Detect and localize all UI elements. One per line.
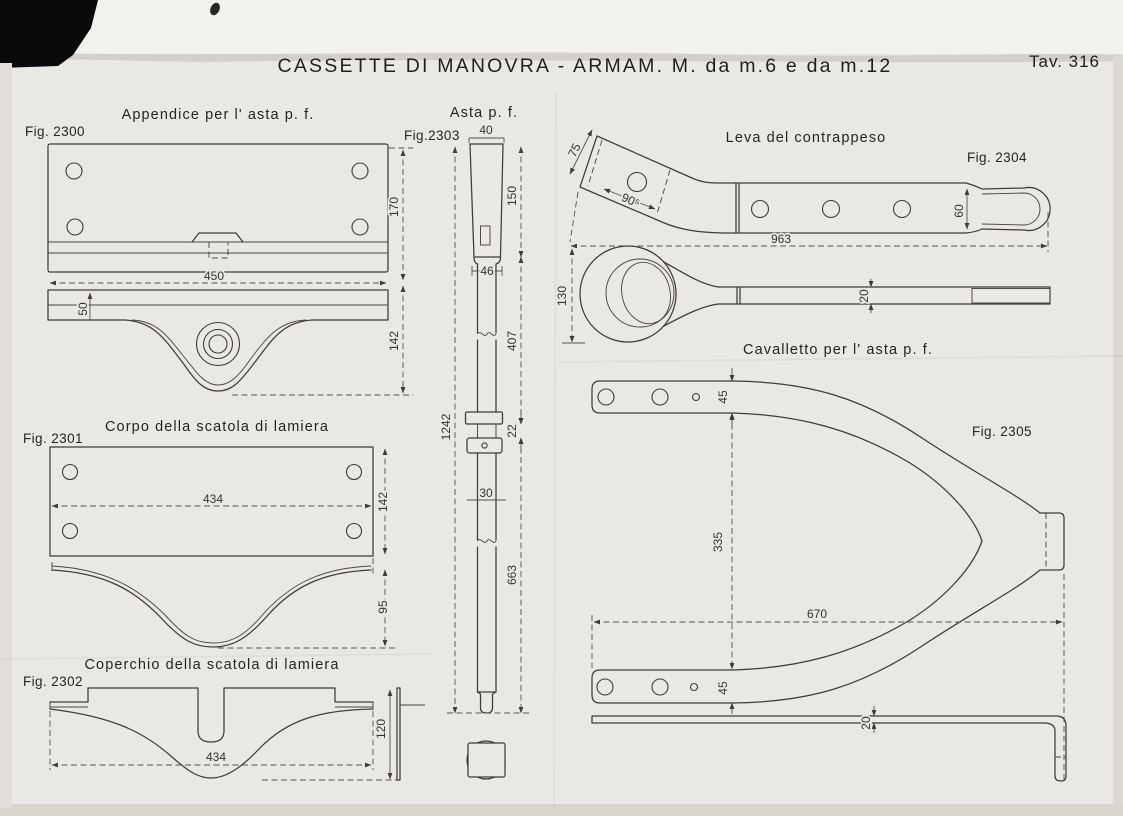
lever-eye [579,245,677,343]
fork-upper-outer [732,380,1041,514]
fig-2304-title: Leva del contrappeso [726,130,887,146]
fork-upper-inner [732,412,983,542]
plate-heading: CASSETTE DI MANOVRA - ARMAM. M. da m.6 e… [278,52,1100,77]
fig-2302: Coperchio della scatola di lamiera Fig. … [23,657,425,781]
dim-335: 335 [711,532,725,552]
part-outline [47,143,389,273]
dim-170: 170 [387,197,401,217]
tab-detail [191,232,244,243]
fig-2302-label: Fig. 2302 [23,674,83,689]
side-bar [591,715,1067,782]
part-outline [49,687,374,743]
part-outline [51,569,372,648]
dim-45-top: 45 [716,390,730,404]
dim-50: 50 [76,302,90,316]
dim-670: 670 [807,607,827,621]
paper-edge-shadow [0,52,1123,63]
fig-2305: Cavalletto per l' asta p. f. Fig. 2305 4… [591,342,1067,782]
lever-bar [735,182,967,234]
fig-2303-title: Asta p. f. [450,105,518,121]
dim-40: 40 [479,123,493,137]
dim-120: 120 [374,719,388,739]
dim-142: 142 [376,492,390,512]
fig-2303-label: Fig.2303 [404,128,460,143]
fig-2301: Corpo della scatola di lamiera Fig. 2301… [23,419,396,649]
side-profile [396,687,401,781]
dim-20-side: 20 [859,716,873,730]
lever-rod [736,286,1051,305]
dim-46: 46 [480,264,494,278]
rod-collar [464,411,504,425]
fork-lower-outer [732,569,1041,704]
fig-2300-title: Appendice per l' asta p. f. [122,107,315,123]
fig-2305-title: Cavalletto per l' asta p. f. [743,342,933,358]
dim-22: 22 [505,424,519,438]
part-outline [49,446,374,557]
dim-450: 450 [204,269,224,283]
fig-2303: Asta p. f. Fig.2303 40 46 150 407 22 [404,105,530,780]
fig-2304: Leva del contrappeso Fig. 2304 90⁵ 75 60… [553,129,1051,344]
eye-neck [663,261,738,327]
dim-407: 407 [505,331,519,351]
fig-2301-title: Corpo della scatola di lamiera [105,419,329,435]
fig-2304-label: Fig. 2304 [967,150,1027,165]
rod-threaded-end [971,288,1051,304]
dim-95: 95 [376,600,390,614]
lever-hook [965,182,1051,234]
fork-bottom-arm [591,669,734,704]
dim-434: 434 [203,492,223,506]
dim-434: 434 [206,750,226,764]
fork-top-arm [591,380,734,414]
dim-45-bottom: 45 [716,681,730,695]
dim-663: 663 [505,565,519,585]
scan-corner-artifact [0,0,98,68]
fork-pad [1039,512,1065,571]
plate-number: Tav. 316 [1029,52,1100,71]
plate-title: CASSETTE DI MANOVRA - ARMAM. M. da m.6 e… [278,55,893,77]
rod-section-square [467,742,506,778]
fig-2301-label: Fig. 2301 [23,431,83,446]
fig-2300-label: Fig. 2300 [25,124,85,139]
dim-60: 60 [952,204,966,218]
scan-speck [210,2,220,16]
dim-142: 142 [387,331,401,351]
dim-130: 130 [555,286,569,306]
dim-20: 20 [857,289,871,303]
part-outline [49,708,374,779]
dim-150: 150 [505,186,519,206]
dim-963: 963 [771,232,791,246]
rod-block [466,437,503,454]
fig-2300: Appendice per l' asta p. f. Fig. 2300 45… [25,107,413,396]
dim-1242: 1242 [439,413,453,440]
fig-2302-title: Coperchio della scatola di lamiera [84,657,339,673]
dim-30: 30 [479,486,493,500]
part-outline [47,289,389,392]
fig-2305-label: Fig. 2305 [972,424,1032,439]
